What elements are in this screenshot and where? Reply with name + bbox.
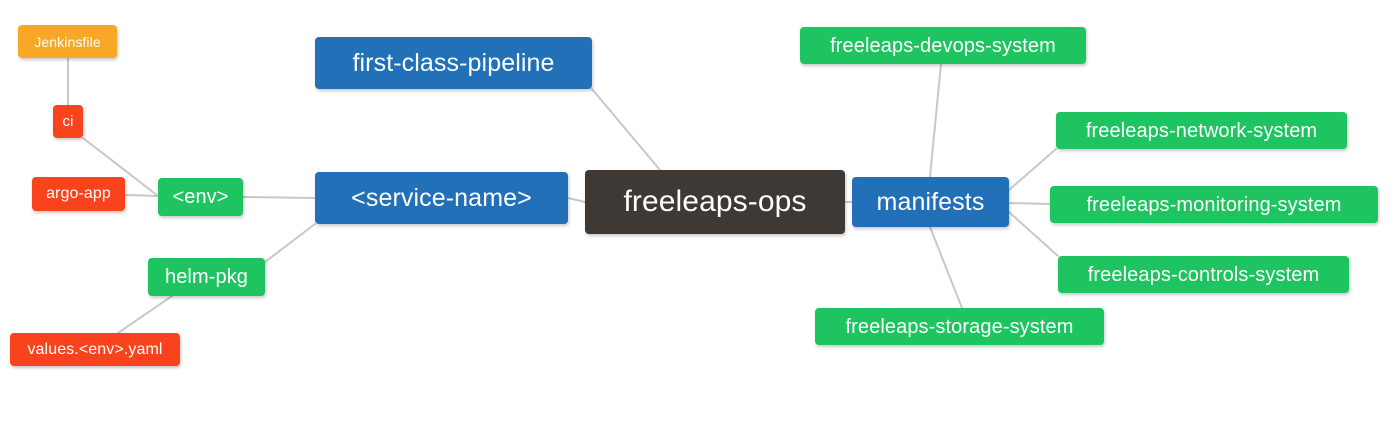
mindmap-node-values[interactable]: values.<env>.yaml	[10, 333, 180, 366]
mindmap-edge-helm-to-values	[117, 295, 173, 334]
mindmap-edge-root-to-pipeline	[591, 88, 661, 171]
mindmap-edge-root-to-service	[567, 197, 586, 203]
mindmap-node-service[interactable]: <service-name>	[315, 172, 568, 224]
mindmap-edge-service-to-helm	[264, 223, 316, 263]
mindmap-node-argo[interactable]: argo-app	[32, 177, 125, 211]
mindmap-node-storage[interactable]: freeleaps-storage-system	[815, 308, 1104, 345]
mindmap-edge-manifests-to-devops	[929, 63, 942, 178]
mindmap-edge-service-to-env	[242, 196, 316, 199]
mindmap-edge-manifests-to-network	[1008, 148, 1057, 191]
mindmap-node-devops[interactable]: freeleaps-devops-system	[800, 27, 1086, 64]
mindmap-node-monitoring[interactable]: freeleaps-monitoring-system	[1050, 186, 1378, 223]
mindmap-node-helm[interactable]: helm-pkg	[148, 258, 265, 296]
mindmap-node-root[interactable]: freeleaps-ops	[585, 170, 845, 234]
mindmap-edge-manifests-to-storage	[929, 226, 963, 309]
mindmap-node-jenkinsfile[interactable]: Jenkinsfile	[18, 25, 117, 58]
mindmap-node-ci[interactable]: ci	[53, 105, 83, 138]
mindmap-node-env[interactable]: <env>	[158, 178, 243, 216]
mindmap-edge-manifests-to-monitoring	[1008, 202, 1051, 205]
mindmap-node-controls[interactable]: freeleaps-controls-system	[1058, 256, 1349, 293]
mindmap-edge-env-to-argo	[124, 194, 159, 197]
mindmap-node-manifests[interactable]: manifests	[852, 177, 1009, 227]
mindmap-node-network[interactable]: freeleaps-network-system	[1056, 112, 1347, 149]
mindmap-node-pipeline[interactable]: first-class-pipeline	[315, 37, 592, 89]
